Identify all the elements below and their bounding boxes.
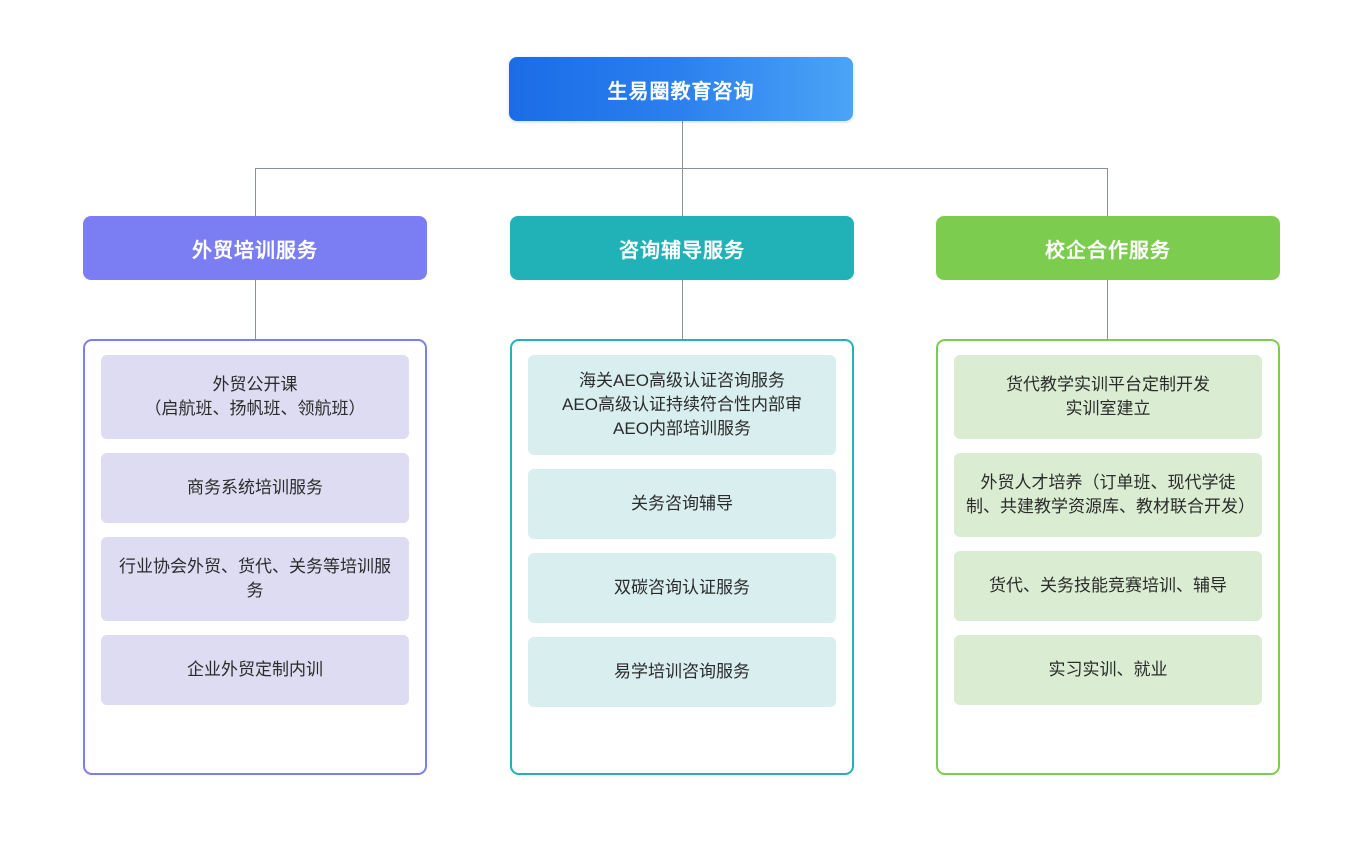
leaf-item[interactable]: 行业协会外贸、货代、关务等培训服务 bbox=[101, 537, 409, 621]
leaf-item[interactable]: 企业外贸定制内训 bbox=[101, 635, 409, 705]
leaf-item[interactable]: 外贸公开课 （启航班、扬帆班、领航班） bbox=[101, 355, 409, 439]
leaf-item[interactable]: 海关AEO高级认证咨询服务 AEO高级认证持续符合性内部审 AEO内部培训服务 bbox=[528, 355, 836, 455]
root-node-label: 生易圈教育咨询 bbox=[607, 80, 755, 103]
branch-header-consulting-coaching[interactable]: 咨询辅导服务 bbox=[510, 216, 854, 280]
connector-branch-3-to-box bbox=[1107, 280, 1108, 339]
branch-header-foreign-trade-training[interactable]: 外贸培训服务 bbox=[83, 216, 427, 280]
leaf-item[interactable]: 易学培训咨询服务 bbox=[528, 637, 836, 707]
branch-box-school-enterprise: 货代教学实训平台定制开发 实训室建立 外贸人才培养（订单班、现代学徒制、共建教学… bbox=[936, 339, 1280, 775]
leaf-item[interactable]: 外贸人才培养（订单班、现代学徒制、共建教学资源库、教材联合开发） bbox=[954, 453, 1262, 537]
connector-branch-2-to-box bbox=[682, 280, 683, 339]
connector-to-branch-3 bbox=[1107, 168, 1108, 216]
branch-header-label: 校企合作服务 bbox=[1045, 239, 1171, 262]
branch-header-school-enterprise[interactable]: 校企合作服务 bbox=[936, 216, 1280, 280]
branch-box-foreign-trade-training: 外贸公开课 （启航班、扬帆班、领航班） 商务系统培训服务 行业协会外贸、货代、关… bbox=[83, 339, 427, 775]
connector-horizontal-bus bbox=[255, 168, 1108, 169]
branch-header-label: 咨询辅导服务 bbox=[619, 239, 745, 262]
leaf-item[interactable]: 关务咨询辅导 bbox=[528, 469, 836, 539]
root-node[interactable]: 生易圈教育咨询 bbox=[509, 57, 853, 121]
connector-branch-1-to-box bbox=[255, 280, 256, 339]
connector-root-stem bbox=[682, 121, 683, 169]
branch-box-consulting-coaching: 海关AEO高级认证咨询服务 AEO高级认证持续符合性内部审 AEO内部培训服务 … bbox=[510, 339, 854, 775]
leaf-item[interactable]: 实习实训、就业 bbox=[954, 635, 1262, 705]
leaf-item[interactable]: 商务系统培训服务 bbox=[101, 453, 409, 523]
connector-to-branch-1 bbox=[255, 168, 256, 216]
leaf-item[interactable]: 双碳咨询认证服务 bbox=[528, 553, 836, 623]
leaf-item[interactable]: 货代、关务技能竞赛培训、辅导 bbox=[954, 551, 1262, 621]
branch-header-label: 外贸培训服务 bbox=[192, 239, 318, 262]
leaf-item[interactable]: 货代教学实训平台定制开发 实训室建立 bbox=[954, 355, 1262, 439]
connector-to-branch-2 bbox=[682, 168, 683, 216]
